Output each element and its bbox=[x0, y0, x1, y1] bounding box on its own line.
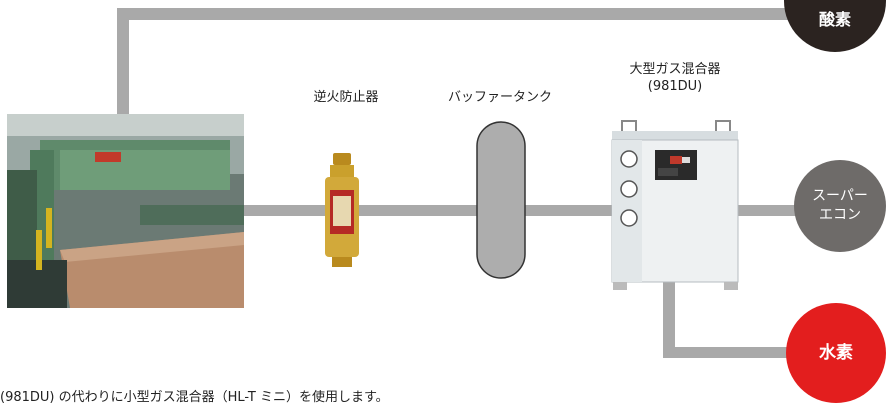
buffer-tank-label: バッファータンク bbox=[447, 90, 552, 105]
oxygen-pipe-vertical bbox=[117, 8, 129, 116]
oxygen-label: 酸素 bbox=[818, 10, 851, 30]
oxygen-pipe-horizontal bbox=[117, 8, 797, 20]
flashback-arrestor bbox=[325, 153, 359, 267]
pressure-gauge-1 bbox=[620, 150, 638, 168]
pressure-gauge-3 bbox=[620, 209, 638, 227]
hydrogen-pipe-vertical bbox=[663, 272, 675, 358]
buffer-tank bbox=[476, 121, 526, 279]
hydrogen-label: 水素 bbox=[819, 342, 853, 363]
flashback-arrestor-label: 逆火防止器 bbox=[313, 90, 379, 105]
gas-mixer-label: 大型ガス混合器 bbox=[629, 62, 721, 77]
cutting-machine-photo bbox=[7, 114, 244, 308]
hydrogen-circle: 水素 bbox=[786, 303, 886, 403]
superecon-label-line2: エコン bbox=[819, 207, 861, 223]
footnote: (981DU) の代わりに小型ガス混合器（HL-T ミニ）を使用します。 bbox=[0, 390, 389, 405]
gas-mixer-model-label: (981DU) bbox=[647, 79, 703, 94]
pressure-gauge-2 bbox=[620, 180, 638, 198]
gas-mixer-981du bbox=[611, 120, 739, 290]
hydrogen-pipe-horizontal bbox=[663, 347, 803, 358]
superecon-circle: スーパー エコン bbox=[794, 160, 886, 252]
superecon-label-line1: スーパー bbox=[812, 188, 868, 205]
